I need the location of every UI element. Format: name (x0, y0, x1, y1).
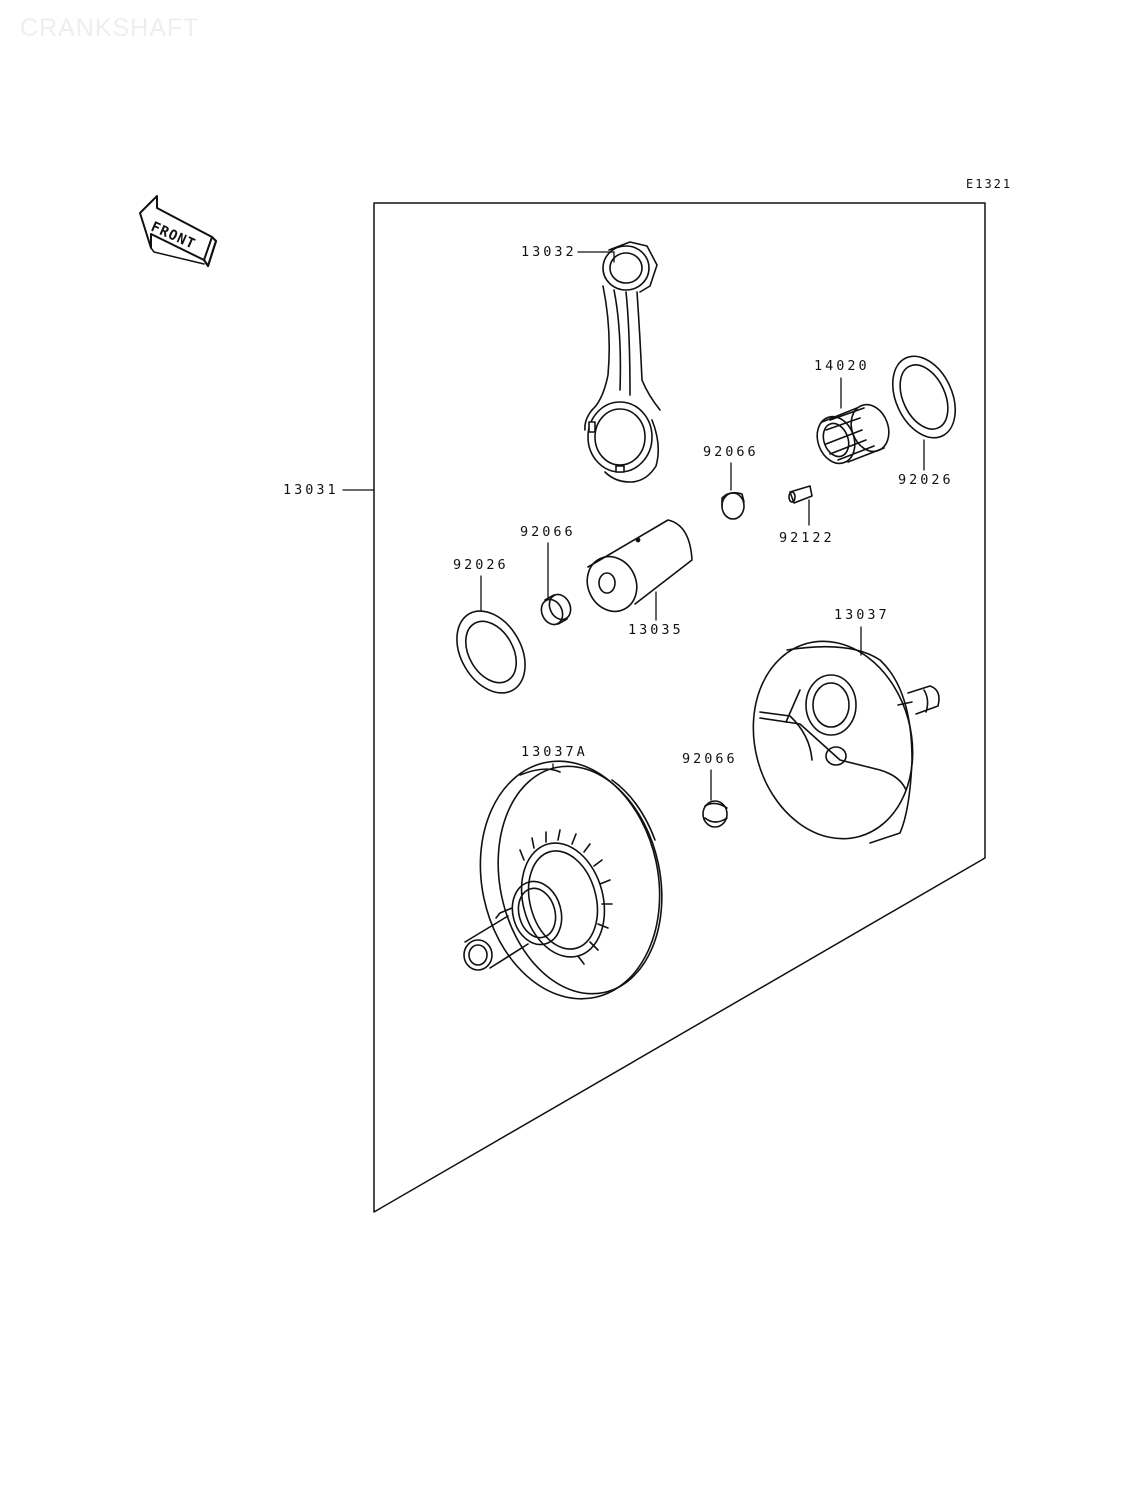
part-label-14020[interactable]: 14020 (814, 358, 870, 374)
thrust-washer-92026-left (456, 610, 526, 694)
part-label-13032[interactable]: 13032 (521, 244, 577, 260)
crank-half-13037 (752, 640, 940, 844)
bushing-92066-left (540, 593, 572, 626)
diagram-reference: E1321 (966, 177, 1013, 191)
watermark-title: CRANKSHAFT (20, 14, 200, 42)
leader-lines (342, 251, 925, 801)
part-label-13035[interactable]: 13035 (628, 622, 684, 638)
connecting-rod-13032 (584, 241, 661, 483)
part-label-92066-upper[interactable]: 92066 (703, 444, 759, 460)
part-label-92122[interactable]: 92122 (779, 530, 835, 546)
assembly-boundary (373, 202, 986, 1213)
bushing-92066-lower (702, 800, 728, 828)
crank-half-13037a (463, 760, 663, 1000)
pin-92122 (788, 485, 813, 504)
needle-bearing-14020 (816, 403, 890, 465)
bushing-92066-upper (721, 491, 745, 520)
thrust-washer-92026-right (891, 355, 957, 439)
front-arrow-icon: FRONT (139, 195, 218, 268)
part-label-92066-lower[interactable]: 92066 (682, 751, 738, 767)
part-label-13037[interactable]: 13037 (834, 607, 890, 623)
part-label-13037a[interactable]: 13037A (521, 744, 588, 760)
part-label-92066-left[interactable]: 92066 (520, 524, 576, 540)
part-label-13031[interactable]: 13031 (283, 482, 339, 498)
crankpin-13035 (586, 519, 693, 613)
part-label-92026-left[interactable]: 92026 (453, 557, 509, 573)
part-label-92026-right[interactable]: 92026 (898, 472, 954, 488)
